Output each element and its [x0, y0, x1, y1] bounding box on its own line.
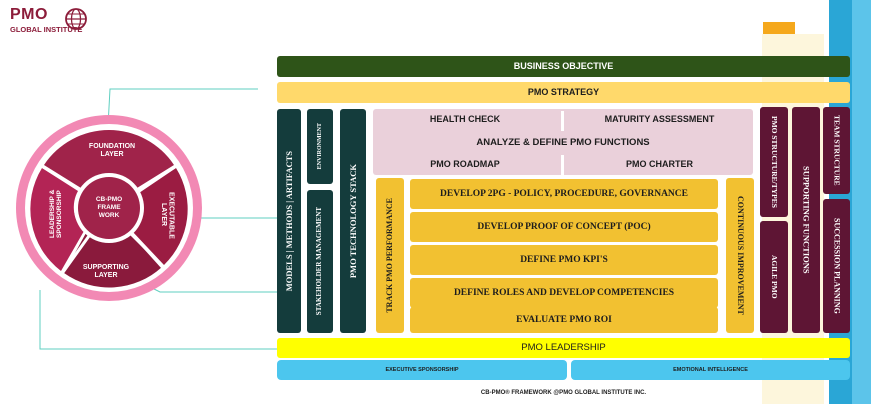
block-divider-2	[561, 155, 564, 175]
environment-text: ENVIRONMENT	[316, 123, 323, 170]
decor-blue-stripe-light	[852, 0, 871, 404]
wheel-foundation-label: FOUNDATION LAYER	[88, 143, 136, 159]
continuous-improvement-column: CONTINUOUS IMPROVEMENT	[726, 178, 754, 333]
models-text: MODELS | METHODS | ARTIFACTS	[283, 150, 294, 292]
technology-column: PMO TECHNOLOGY STACK	[340, 109, 366, 333]
pmo-roadmap-label: PMO ROADMAP	[430, 159, 500, 170]
step-develop-2pg: DEVELOP 2PG - POLICY, PROCEDURE, GOVERNA…	[410, 179, 718, 209]
pmo-strategy-bar: PMO STRATEGY	[277, 82, 850, 103]
step-proof-of-concept: DEVELOP PROOF OF CONCEPT (POC)	[410, 212, 718, 242]
analyze-define-label: ANALYZE & DEFINE PMO FUNCTIONS	[476, 136, 650, 148]
footer-credit: CB-PMO® FRAMEWORK @PMO GLOBAL INSTITUTE …	[480, 389, 647, 396]
track-performance-column: TRACK PMO PERFORMANCE	[376, 178, 404, 333]
team-structure-column: TEAM STRUCTURE	[823, 107, 850, 194]
stakeholder-text: STAKEHOLDER MANAGEMENT	[315, 207, 324, 316]
agile-pmo-text: AGILE PMO	[769, 255, 779, 299]
track-performance-text: TRACK PMO PERFORMANCE	[384, 198, 394, 313]
agile-pmo-column: AGILE PMO	[760, 221, 788, 333]
structure-types-text: PMO STRUCTURE/TYPES	[769, 116, 779, 208]
step-evaluate-roi: EVALUATE PMO ROI	[410, 307, 718, 333]
technology-text: PMO TECHNOLOGY STACK	[347, 163, 358, 279]
models-column: MODELS | METHODS | ARTIFACTS	[277, 109, 301, 333]
logo: PMO GLOBAL INSTITUTE	[10, 6, 90, 40]
stakeholder-column: STAKEHOLDER MANAGEMENT	[307, 190, 333, 333]
supporting-functions-column: SUPPORTING FUNCTIONS	[792, 107, 820, 333]
wheel-executable-text: EXECUTABLE LAYER	[160, 191, 175, 239]
continuous-improvement-text: CONTINUOUS IMPROVEMENT	[736, 196, 746, 315]
logo-title: PMO	[10, 6, 48, 23]
wheel-executable-label: EXECUTABLE LAYER	[152, 186, 182, 244]
step-roles-competencies: DEFINE ROLES AND DEVELOP COMPETENCIES	[410, 278, 718, 308]
wheel-supporting-label: SUPPORTING LAYER	[82, 264, 130, 280]
wheel-leadership-text: LEADERSHIP & SPONSORSHIP	[49, 189, 63, 239]
environment-column: ENVIRONMENT	[307, 109, 333, 184]
framework-wheel	[16, 115, 202, 301]
pmo-charter-label: PMO CHARTER	[626, 159, 693, 170]
team-structure-text: TEAM STRUCTURE	[832, 115, 842, 186]
succession-planning-column: SUCCESSION PLANNING	[823, 199, 850, 333]
globe-icon	[65, 8, 87, 30]
health-check-label: HEALTH CHECK	[429, 114, 501, 125]
emotional-intelligence-bar: EMOTIONAL INTELLIGENCE	[571, 360, 850, 380]
structure-types-column: PMO STRUCTURE/TYPES	[760, 107, 788, 217]
supporting-functions-text: SUPPORTING FUNCTIONS	[801, 166, 812, 274]
wheel-center-label: CB-PMO FRAME WORK	[95, 196, 123, 220]
logo-subtitle: GLOBAL INSTITUTE	[10, 25, 83, 34]
step-define-kpis: DEFINE PMO KPI'S	[410, 245, 718, 275]
business-objective-bar: BUSINESS OBJECTIVE	[277, 56, 850, 77]
wheel-leadership-label: LEADERSHIP & SPONSORSHIP	[40, 178, 74, 250]
pmo-leadership-bar: PMO LEADERSHIP	[277, 338, 850, 358]
maturity-assessment-label: MATURITY ASSESSMENT	[604, 114, 715, 125]
succession-planning-text: SUCCESSION PLANNING	[832, 218, 842, 314]
block-divider	[561, 111, 564, 131]
executive-sponsorship-bar: EXECUTIVE SPONSORSHIP	[277, 360, 567, 380]
